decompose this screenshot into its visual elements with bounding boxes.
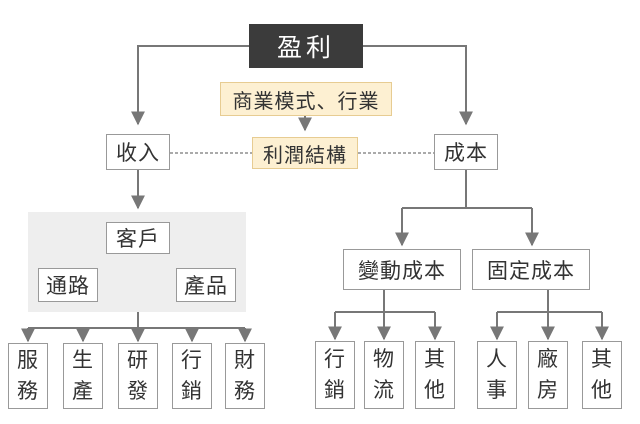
fixed-cost-item-other: 其 他: [582, 341, 622, 409]
revenue-function-marketing: 行 銷: [172, 343, 212, 409]
variable-cost-item-logistics: 物 流: [364, 341, 404, 409]
fixed-cost-box: 固定成本: [472, 249, 590, 290]
fixed-cost-item-personnel: 人 事: [477, 341, 517, 409]
stacked-label: 物 流: [373, 347, 395, 402]
revenue-function-production: 生 產: [63, 343, 103, 409]
customer-box: 客戶: [106, 222, 170, 254]
business-model-note: 商業模式、行業: [220, 82, 392, 116]
product-box: 產品: [176, 268, 236, 302]
revenue-function-rnd: 研 發: [118, 343, 158, 409]
revenue-function-service: 服 務: [8, 343, 48, 409]
stacked-label: 人 事: [486, 347, 508, 402]
variable-cost-box: 變動成本: [343, 249, 461, 290]
stacked-label: 研 發: [127, 348, 149, 403]
revenue-box: 收入: [106, 134, 170, 170]
stacked-label: 服 務: [17, 348, 39, 403]
variable-cost-item-other: 其 他: [415, 341, 455, 409]
stacked-label: 生 產: [72, 348, 94, 403]
revenue-function-finance: 財 務: [225, 343, 265, 409]
cost-box: 成本: [434, 134, 498, 170]
stacked-label: 行 銷: [181, 348, 203, 403]
fixed-cost-item-plant: 廠 房: [528, 341, 568, 409]
stacked-label: 其 他: [424, 347, 446, 402]
channel-box: 通路: [38, 268, 98, 302]
stacked-label: 廠 房: [537, 347, 559, 402]
variable-cost-item-marketing: 行 銷: [315, 341, 355, 409]
stacked-label: 行 銷: [324, 347, 346, 402]
stacked-label: 其 他: [591, 347, 613, 402]
profit-title: 盈利: [249, 24, 363, 68]
stacked-label: 財 務: [234, 348, 256, 403]
profit-structure-note: 利潤結構: [252, 137, 358, 169]
